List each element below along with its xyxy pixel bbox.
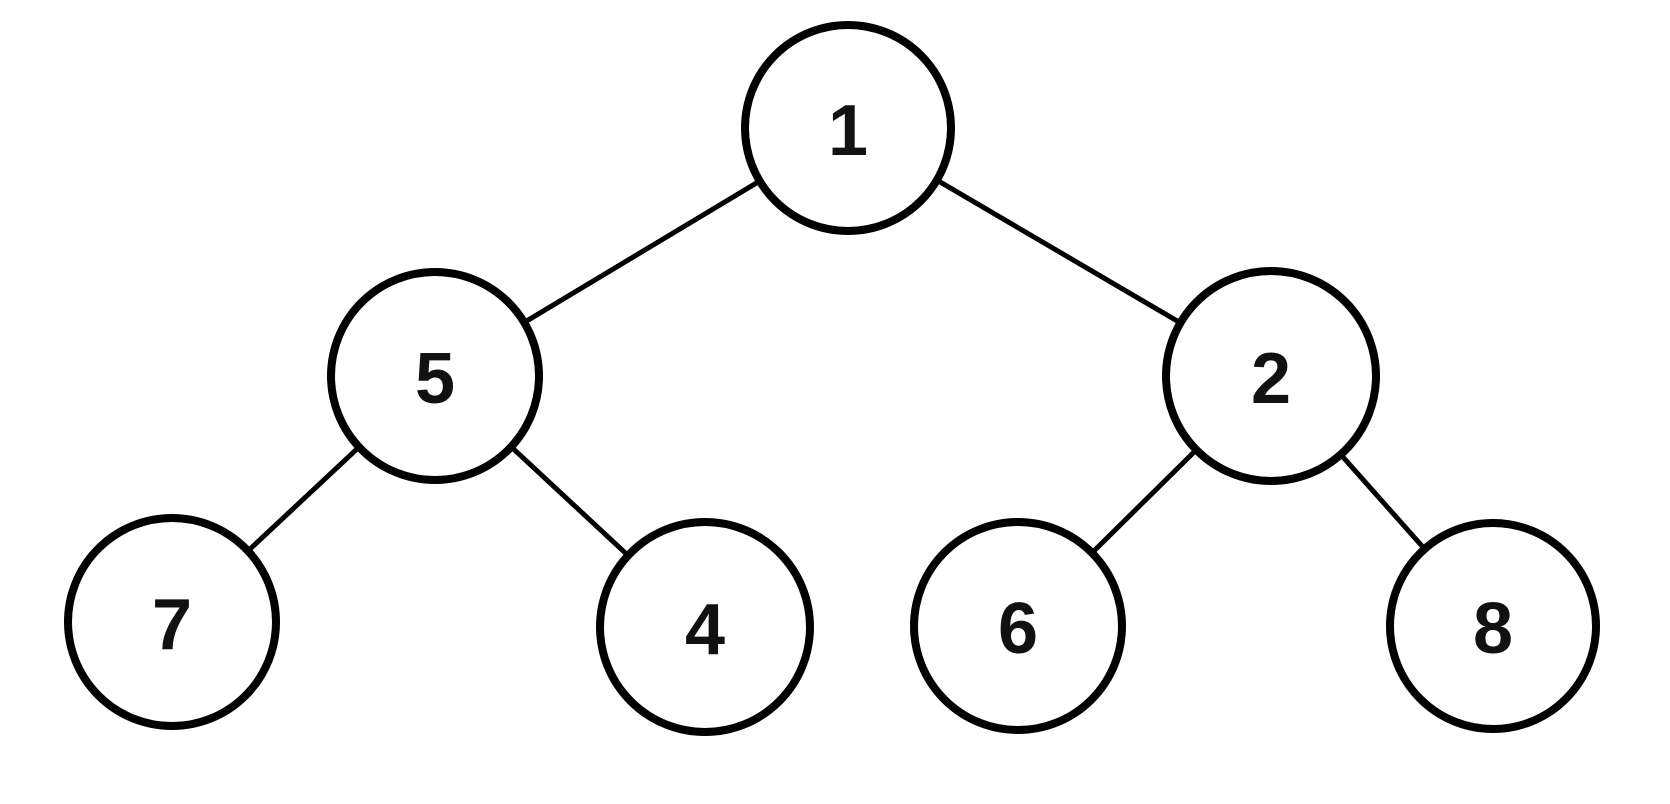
tree-node-1: 1 <box>741 21 955 235</box>
node-circle-1 <box>741 21 955 235</box>
node-circle-6 <box>910 518 1126 734</box>
node-label-6: 6 <box>998 589 1038 669</box>
tree-node-8: 8 <box>1386 519 1600 733</box>
node-circle-7 <box>64 514 280 730</box>
node-circle-5 <box>327 268 543 484</box>
tree-node-2: 2 <box>1162 267 1380 485</box>
tree-node-6: 6 <box>910 518 1126 734</box>
node-circle-4 <box>596 518 814 736</box>
node-label-4: 4 <box>685 590 725 670</box>
node-label-8: 8 <box>1473 589 1513 669</box>
node-circle-8 <box>1386 519 1600 733</box>
tree-node-7: 7 <box>64 514 280 730</box>
tree-node-5: 5 <box>327 268 543 484</box>
tree-nodes: 1 5 2 7 4 6 8 <box>64 21 1600 736</box>
tree-node-4: 4 <box>596 518 814 736</box>
node-label-5: 5 <box>415 339 455 419</box>
node-label-7: 7 <box>152 585 192 665</box>
node-label-2: 2 <box>1251 339 1291 419</box>
node-circle-2 <box>1162 267 1380 485</box>
node-label-1: 1 <box>828 91 868 171</box>
